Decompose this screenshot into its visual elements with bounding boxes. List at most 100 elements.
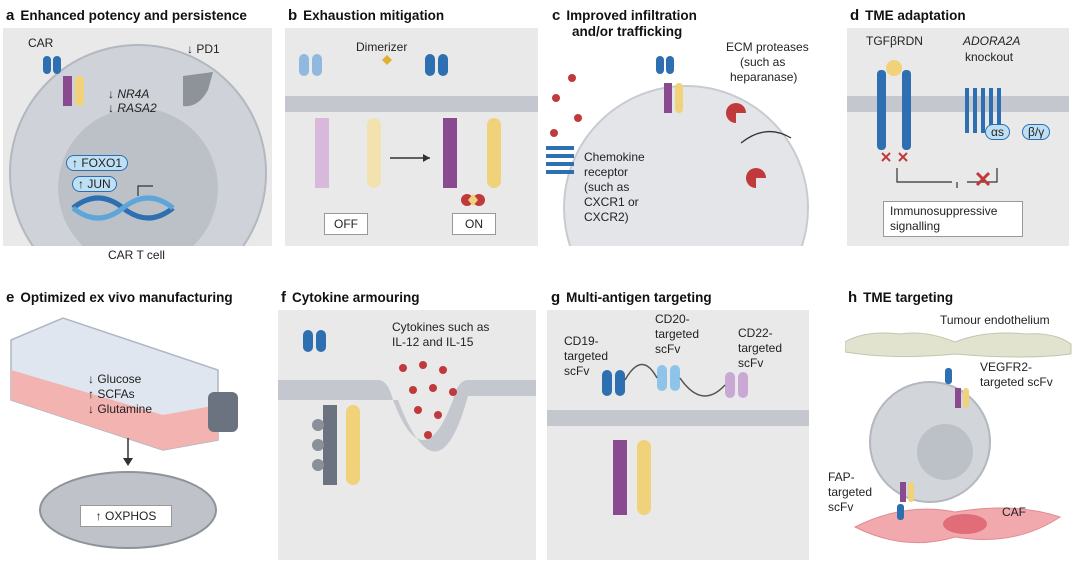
- oxphos-label: ↑ OXPHOS: [80, 505, 172, 527]
- ecm-label-3: heparanase): [730, 70, 798, 84]
- panel-a-illustration: [9, 44, 267, 246]
- pd1-shape: [183, 72, 213, 107]
- panel-c: [546, 28, 810, 246]
- immuno-line-1: Immunosuppressive: [890, 204, 998, 218]
- panel-b-illustration: [285, 54, 538, 206]
- endothelium-label: Tumour endothelium: [940, 313, 1050, 327]
- fap-label-1: FAP-: [828, 470, 855, 484]
- cytokine-label-1: Cytokines such as: [392, 320, 490, 334]
- fap-label-3: scFv: [828, 500, 854, 514]
- chemokine-receptor-icon: [546, 146, 574, 174]
- panel-d-illustration: [847, 60, 1069, 188]
- pd1-label: ↓ PD1: [187, 42, 220, 56]
- foxo1-label: ↑ FOXO1: [66, 155, 129, 171]
- nucleus: [58, 108, 218, 246]
- cytokine-dots: [399, 361, 457, 439]
- off-label: OFF: [324, 213, 368, 235]
- panel-g-illustration: [547, 363, 809, 515]
- panel-c-title-line2: and/or trafficking: [572, 24, 683, 39]
- cd20-scfv-icon: [657, 365, 680, 391]
- cytokine-label-2: IL-12 and IL-15: [392, 335, 474, 349]
- tgfbrdn-receptor-icon: [877, 60, 911, 150]
- chemokine-label-4: CXCR1 or: [584, 195, 639, 209]
- panel-f-illustration: [278, 330, 536, 485]
- cd22-label-2: targeted: [738, 341, 783, 355]
- knockout-label: knockout: [965, 50, 1014, 64]
- car-label: CAR: [28, 36, 54, 50]
- alpha-subunit: αs: [985, 124, 1010, 140]
- membrane: [547, 410, 809, 426]
- glutamine-label: ↓ Glutamine: [88, 402, 153, 416]
- adora2a-label: ADORA2A: [963, 34, 1021, 48]
- panel-b: [285, 28, 538, 246]
- panel-h-illustration: [845, 332, 1072, 544]
- chemokine-label-5: CXCR2): [584, 210, 629, 224]
- cd20-label-1: CD20-: [655, 312, 690, 326]
- cd19-label-3: scFv: [564, 364, 590, 378]
- membrane-pocket: [278, 380, 536, 452]
- chemokine-label-1: Chemokine: [584, 150, 645, 164]
- block-icon: [975, 171, 991, 187]
- dna-strand-2: [71, 195, 175, 221]
- nr4a-label: ↓ NR4A: [108, 87, 150, 101]
- panel-g: [547, 310, 809, 560]
- jun-label: ↑ JUN: [72, 176, 117, 192]
- ecm-protease-icon: [726, 103, 766, 188]
- signaling-domain: [613, 440, 627, 515]
- costim-domain: [637, 440, 651, 515]
- chemokine-label-2: receptor: [584, 165, 629, 179]
- trafficking-arrow: [740, 131, 792, 144]
- ecm-label-2: (such as: [740, 55, 786, 69]
- rasa2-label: ↓ RASA2: [108, 101, 157, 115]
- car-off-icon: [299, 54, 381, 188]
- cd19-scfv-icon: [602, 370, 625, 396]
- dimerizer-label: Dimerizer: [356, 40, 408, 54]
- adora2a-receptor-icon: [965, 88, 1001, 133]
- cd22-label-1: CD22-: [738, 326, 773, 340]
- cd19-label-2: targeted: [564, 349, 609, 363]
- cd22-scfv-icon: [725, 372, 748, 398]
- car-receptor-icon: [303, 330, 360, 485]
- ecm-label-1: ECM proteases: [726, 40, 809, 54]
- flask-cap: [208, 392, 238, 432]
- chemokine-label-3: (such as: [584, 180, 630, 194]
- fap-label-2: targeted: [828, 485, 873, 499]
- nucleus: [917, 424, 973, 480]
- scfas-label: ↑ SCFAs: [88, 387, 135, 401]
- linker: [624, 363, 726, 397]
- panel-e-illustration: [10, 317, 238, 549]
- beta-gamma-subunit: β/γ: [1022, 124, 1051, 140]
- car-t-cell-label: CAR T cell: [108, 248, 165, 262]
- caf-label: CAF: [1002, 505, 1026, 519]
- vegfr2-label-2: targeted scFv: [980, 375, 1053, 389]
- immuno-line-2: signalling: [890, 219, 941, 233]
- membrane: [285, 96, 538, 112]
- car-receptor-icon: [656, 56, 683, 113]
- flask-media: [11, 370, 218, 450]
- cd22-label-3: scFv: [738, 356, 764, 370]
- car-receptor-icon: [43, 56, 84, 106]
- transcription-arrow: [137, 185, 153, 196]
- fap-car-icon: [897, 482, 914, 520]
- glucose-label: ↓ Glucose: [88, 372, 142, 386]
- endothelium: [845, 332, 1072, 358]
- tgfbrdn-label: TGFβRDN: [866, 34, 923, 48]
- vegfr2-label-1: VEGFR2-: [980, 360, 1033, 374]
- panel-c-illustration: [546, 56, 809, 246]
- car-on-icon: [425, 54, 501, 206]
- on-label: ON: [452, 213, 496, 235]
- cd20-label-2: targeted: [655, 327, 700, 341]
- cd19-label-1: CD19-: [564, 334, 599, 348]
- immunosuppressive-box: Immunosuppressive signalling: [883, 201, 1023, 237]
- panel-f: [278, 310, 536, 560]
- vegfr2-car-icon: [945, 368, 969, 408]
- t-cell-body: [563, 85, 809, 246]
